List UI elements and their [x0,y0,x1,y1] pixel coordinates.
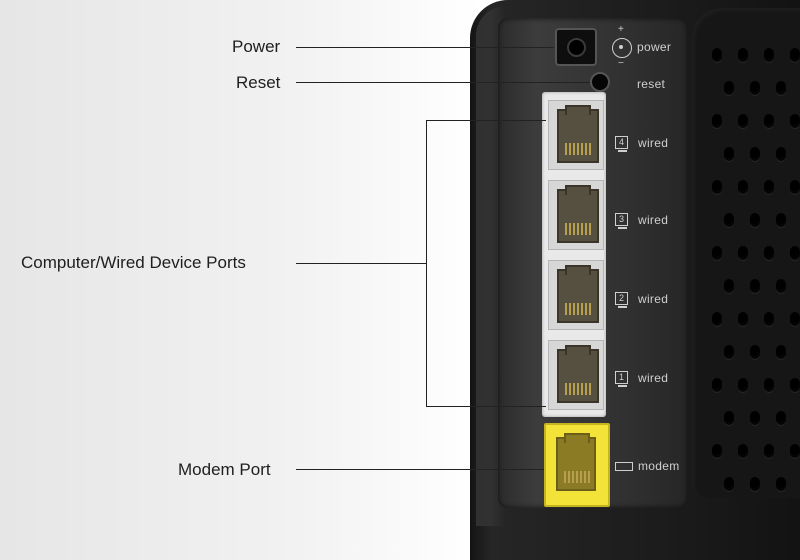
vent-hole [724,411,734,425]
vent-hole [712,48,722,62]
panel-label-wired-4: wired [638,136,669,150]
panel-label-wired-2: wired [638,292,669,306]
vent-hole [750,213,760,227]
vent-hole [776,147,786,161]
panel-label-modem: modem [638,459,680,473]
vent-hole [790,444,800,458]
vent-hole [790,246,800,260]
vent-hole [724,477,734,491]
callout-reset: Reset [236,73,281,92]
leader-line-reset [296,82,590,83]
monitor-icon: 3 [615,213,628,229]
vent-hole [764,246,774,260]
vent-grille [692,8,800,498]
reset-hole-icon [590,72,610,92]
vent-hole [724,345,734,359]
vent-hole [776,477,786,491]
modem-icon [615,462,633,471]
vent-hole [724,279,734,293]
vent-hole [764,378,774,392]
wired-port-3 [548,180,604,250]
vent-hole [790,378,800,392]
callout-modem-port: Modem Port [178,460,271,479]
vent-hole [764,114,774,128]
vent-hole [750,411,760,425]
vent-hole [712,378,722,392]
vent-hole [738,378,748,392]
vent-hole [724,213,734,227]
minus-symbol: − [618,58,624,69]
vent-hole [776,279,786,293]
power-symbol-icon [612,38,632,58]
vent-hole [764,48,774,62]
vent-hole [738,444,748,458]
vent-hole [750,279,760,293]
vent-hole [790,180,800,194]
vent-hole [750,477,760,491]
vent-hole [750,147,760,161]
wired-port-1 [548,340,604,410]
plus-symbol: + [618,24,624,35]
panel-label-power: power [637,40,672,54]
vent-hole [738,180,748,194]
vent-hole [776,81,786,95]
vent-hole [712,444,722,458]
modem-port [544,423,610,507]
vent-hole [776,345,786,359]
vent-hole [776,411,786,425]
vent-hole [750,81,760,95]
bracket-wired-bottom [426,406,546,407]
vent-hole [738,246,748,260]
panel-label-wired-1: wired [638,371,669,385]
power-jack-icon [555,28,597,66]
vent-hole [712,180,722,194]
monitor-icon: 1 [615,371,628,387]
vent-hole [750,345,760,359]
monitor-icon: 4 [615,136,628,152]
panel-label-wired-3: wired [638,213,669,227]
callout-wired-ports: Computer/Wired Device Ports [21,253,246,272]
vent-hole [724,81,734,95]
vent-hole [764,180,774,194]
bracket-wired-ports [426,120,427,407]
leader-line-power [296,47,554,48]
callout-power: Power [232,37,281,56]
vent-hole [764,444,774,458]
leader-line-wired [296,263,426,264]
vent-hole [776,213,786,227]
wired-port-4 [548,100,604,170]
vent-hole [790,48,800,62]
vent-hole [738,312,748,326]
leader-line-modem [296,469,544,470]
vent-hole [764,312,774,326]
bracket-wired-top [426,120,546,121]
monitor-icon: 2 [615,292,628,308]
vent-hole [712,312,722,326]
vent-hole [790,114,800,128]
vent-hole [738,48,748,62]
vent-hole [790,312,800,326]
router-back-diagram: + − power reset 4 wired 3 wired 2 wired … [21,0,800,560]
vent-hole [724,147,734,161]
wired-port-2 [548,260,604,330]
vent-hole [712,114,722,128]
vent-hole [712,246,722,260]
panel-label-reset: reset [637,77,666,91]
vent-hole [738,114,748,128]
